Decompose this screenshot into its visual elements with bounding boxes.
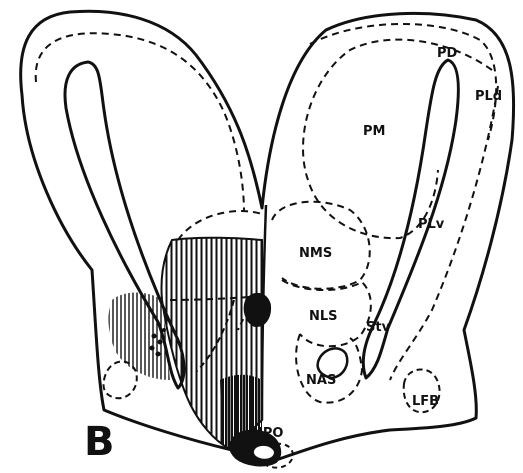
label-npo: NPO — [252, 426, 283, 441]
panel-letter: B — [84, 419, 115, 465]
label-nls: NLS — [309, 309, 338, 324]
dark-nucleus — [244, 294, 270, 327]
label-pm: PM — [363, 124, 385, 139]
label-nas: NAS — [306, 373, 336, 388]
label-stv: Stv — [366, 320, 391, 335]
label-pd: PD — [437, 46, 458, 61]
section-outline — [21, 11, 514, 460]
label-lfb: LFB — [412, 394, 439, 409]
label-plv: PLv — [418, 217, 445, 232]
label-nms: NMS — [299, 246, 332, 261]
label-pld: PLd — [475, 89, 502, 104]
